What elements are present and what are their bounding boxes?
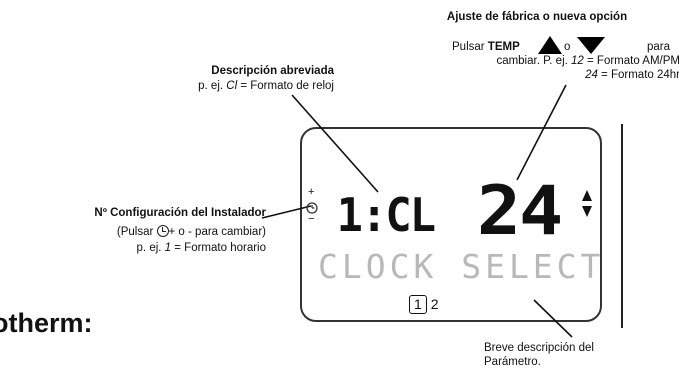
leader-line-param [533,299,573,338]
lcd-plus-sign: + [308,186,315,198]
factory-setting-line2: cambiar. P. ej. 12 = Formato AM/PM [496,55,679,67]
installer-line2: p. ej. 1 = Formato horario [136,242,266,254]
lcd-down-arrow-icon [582,206,592,217]
page-next: 2 [430,296,439,312]
installer-annotation: Nº Configuración del Instalador [0,206,266,220]
leader-line-factory [516,84,567,181]
lcd-parameter-code: 1:CL [336,188,437,242]
param-description-annotation: Breve descripción del Parámetro. [484,342,594,368]
lcd-clock-icon [306,202,318,214]
installer-title: Nº Configuración del Instalador [94,207,266,219]
lcd-minus-sign: − [308,213,315,225]
installer-line1: (Pulsar + o - para cambiar) [116,225,266,238]
clock-icon [156,225,169,237]
factory-setting-title: Ajuste de fábrica o nueva opción [446,11,628,23]
or-word: o [564,41,571,53]
up-down-arrows-icon [582,190,592,201]
down-triangle-icon [577,37,605,54]
para-word: para [647,41,671,53]
leader-line-short-description [291,94,379,193]
factory-setting-line1: Pulsar TEMP [452,41,520,53]
page-indicator: 1 2 [409,295,438,314]
short-description-example: p. ej. Cl = Formato de reloj [198,80,334,92]
leader-line-installer [261,205,312,219]
lcd-display [300,127,602,322]
short-description-title: Descripción abreviada [211,65,334,77]
vertical-divider [621,124,623,328]
page-current: 1 [409,295,427,314]
up-triangle-icon [538,36,562,54]
short-description-annotation: Descripción abreviada [40,64,334,78]
lcd-text-line: CLOCK SELECT [318,247,605,286]
factory-setting-line3: 24 = Formato 24hr [585,69,679,81]
factory-setting-annotation: Ajuste de fábrica o nueva opción [395,10,679,24]
cutoff-heading: otherm: [0,308,93,338]
lcd-parameter-value: 24 [476,172,563,251]
